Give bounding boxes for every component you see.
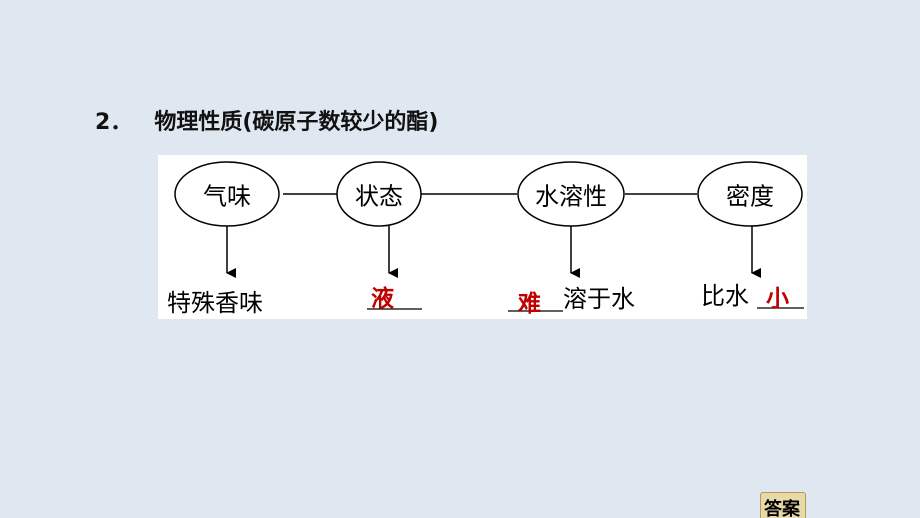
- diagram-graphics: [174, 161, 804, 312]
- section-heading: 2． 物理性质(碳原子数较少的酯): [95, 104, 438, 136]
- solubility-answer: 难: [518, 291, 541, 317]
- properties-diagram: 气味 状态 水溶性 密度 特殊香味 液 难 溶于水 比水 小: [158, 155, 807, 319]
- node-label-state: 状态: [355, 182, 403, 211]
- node-label-solubility: 水溶性: [535, 182, 607, 211]
- node-ellipse-state: [336, 161, 422, 227]
- solubility-suffix: 溶于水: [563, 285, 635, 313]
- state-answer: 液: [371, 286, 394, 312]
- heading-number: 2．: [95, 110, 133, 135]
- answer-button-label: 答案: [764, 499, 800, 518]
- odor-description: 特殊香味: [167, 289, 263, 317]
- node-label-odor: 气味: [203, 182, 251, 211]
- heading-text: 物理性质(碳原子数较少的酯): [154, 110, 439, 135]
- density-prefix: 比水: [701, 282, 749, 310]
- answer-button[interactable]: 答案: [760, 492, 806, 518]
- node-ellipse-density: [697, 161, 803, 227]
- density-answer: 小: [766, 286, 789, 312]
- node-label-density: 密度: [726, 182, 774, 211]
